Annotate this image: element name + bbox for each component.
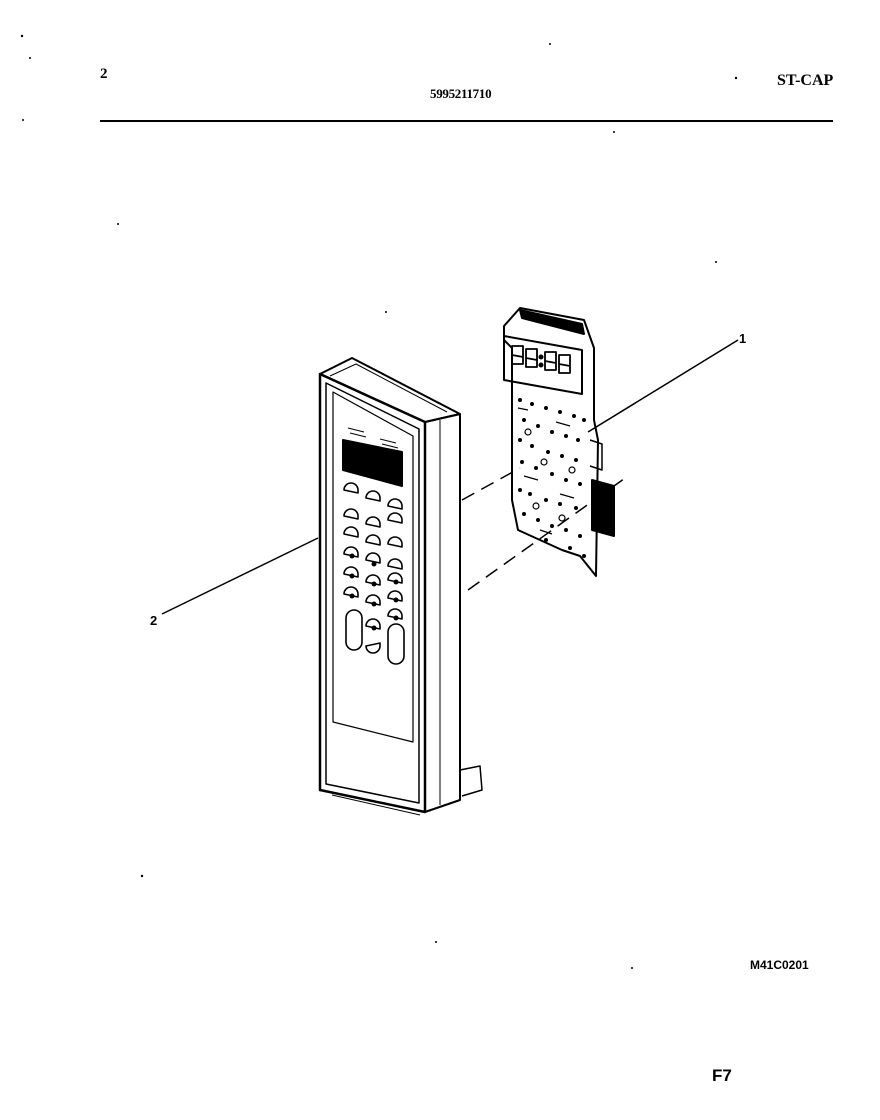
diagram-code: M41C0201 <box>750 958 809 972</box>
control-board <box>503 307 615 577</box>
assembly-lines <box>461 467 629 591</box>
control-panel <box>318 357 483 816</box>
leader-line-2 <box>161 537 319 615</box>
part-number: 5995211710 <box>430 86 492 101</box>
scan-specks <box>20 34 738 969</box>
header-rule <box>100 120 833 122</box>
leader-line-1 <box>587 339 739 433</box>
callout-2: 2 <box>150 613 157 628</box>
callout-1: 1 <box>739 331 746 346</box>
sheet-id: F7 <box>712 1066 732 1085</box>
page-number: 2 <box>100 66 108 82</box>
series-code: ST-CAP <box>777 72 834 89</box>
